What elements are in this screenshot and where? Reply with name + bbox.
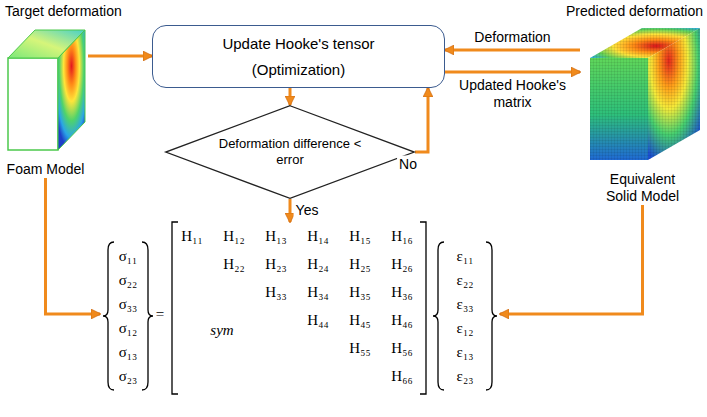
flow-arrow <box>445 49 580 52</box>
left-brace <box>433 242 444 390</box>
equation-term: H₃₄ <box>307 283 328 301</box>
foam-cube <box>8 30 85 150</box>
equation-term: H₁₆ <box>391 227 412 245</box>
flow-arrow <box>289 88 292 105</box>
equation-term: ε₁₂ <box>457 319 474 337</box>
cube-face <box>590 58 648 160</box>
flow-arrow <box>500 205 643 314</box>
equation-term: H₁₁ <box>181 227 202 245</box>
equation-term: σ₂₃ <box>119 367 138 385</box>
equation-term: H₆₆ <box>391 367 412 385</box>
solid-model: Predicted deformationEquivalent Solid Mo… <box>580 3 705 205</box>
flow-arrow <box>415 88 428 152</box>
figure-heading: Target deformation <box>5 3 122 20</box>
equation-term: H₁₂ <box>223 227 244 245</box>
equation-term: H₄₅ <box>349 311 370 329</box>
decision-diamond: Deformation difference < error <box>165 105 415 199</box>
mesh-overlay <box>648 28 700 160</box>
equation-term: H₄₆ <box>391 311 412 329</box>
equation-term: H₂₆ <box>391 255 412 273</box>
diamond-outline <box>166 106 415 199</box>
foam-model: Target deformationFoam Model <box>3 3 88 178</box>
equation-brackets <box>103 222 497 394</box>
equation-term: H₂₃ <box>265 255 286 273</box>
flow-arrow <box>289 199 292 222</box>
equation-term: H₃₅ <box>349 283 370 301</box>
right-brace <box>486 242 497 390</box>
cube-face <box>8 58 58 150</box>
equation-term: σ₂₂ <box>119 271 138 289</box>
edge-label: Yes <box>294 202 321 219</box>
equation-term: σ₃₃ <box>119 295 138 313</box>
equation-term: H₅₆ <box>391 339 412 357</box>
equation-term: ε₂₂ <box>457 271 474 289</box>
model-label: Foam Model <box>7 161 85 178</box>
equation-term: H₄₄ <box>307 311 328 329</box>
equation-term: H₂₅ <box>349 255 370 273</box>
matrix-bracket <box>172 222 178 394</box>
equation-term: H₂₄ <box>307 255 328 273</box>
decision-text: Deformation difference < error <box>208 136 373 168</box>
constitutive-equation: σ₁₁ σ₂₂ σ₃₃ σ₁₂ σ₁₃ σ₂₃ = H₁₁ H₁₂ H₁₃ H₁₄ H₁₅ H₁₆ H₂₂… <box>100 222 500 398</box>
equation-term: H₃₃ <box>265 283 286 301</box>
equation-term: H₁₅ <box>349 227 370 245</box>
matrix-bracket <box>420 222 426 394</box>
right-brace <box>142 242 153 390</box>
equation-term: σ₁₂ <box>119 319 138 337</box>
cube-face <box>58 30 85 150</box>
edge-label: No <box>397 156 419 173</box>
equation-term: H₁₃ <box>265 227 286 245</box>
flow-arrow <box>88 55 152 58</box>
equation-term: ε₁₃ <box>457 343 474 361</box>
process-text: Update Hooke's tensor (Optimization) <box>209 31 389 83</box>
equation-term: sym <box>210 321 233 339</box>
equation-term: H₁₄ <box>307 227 328 245</box>
equation-term: = <box>156 305 164 323</box>
mesh-overlay <box>590 58 648 160</box>
equation-term: σ₁₃ <box>119 343 138 361</box>
figure-heading: Predicted deformation <box>566 3 703 20</box>
equation-term: ε₁₁ <box>457 247 474 265</box>
model-label: Equivalent Solid Model <box>597 171 689 205</box>
equation-term: ε₃₃ <box>457 295 474 313</box>
left-brace <box>103 242 114 390</box>
edge-label: Deformation <box>472 29 552 46</box>
equation-term: σ₁₁ <box>119 247 138 265</box>
equation-term: H₂₂ <box>223 255 244 273</box>
solid-cube <box>590 28 700 160</box>
process-box: Update Hooke's tensor (Optimization) <box>152 25 445 88</box>
flow-arrow <box>46 178 101 314</box>
edge-label: Updated Hooke's matrix <box>455 77 571 111</box>
equation-term: H₃₆ <box>391 283 412 301</box>
flow-arrow <box>445 71 580 74</box>
equation-term: H₅₅ <box>349 339 370 357</box>
equation-term: ε₂₃ <box>457 367 474 385</box>
